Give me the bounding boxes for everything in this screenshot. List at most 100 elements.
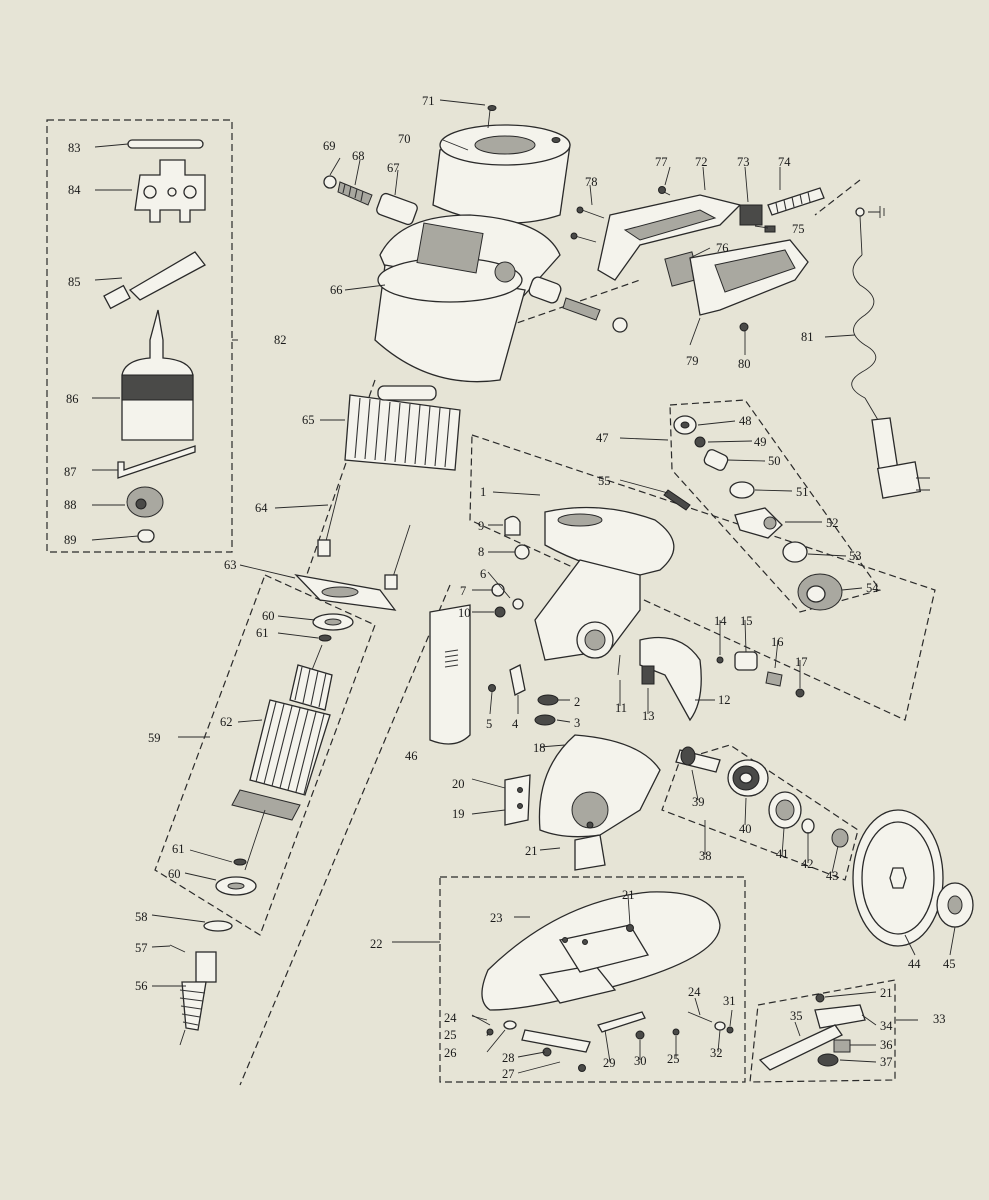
handle-assembly — [570, 186, 825, 332]
clamp-lever-52 — [734, 507, 783, 539]
cord-tail — [864, 397, 879, 421]
bushing-53 — [782, 541, 808, 563]
spring-74 — [767, 187, 825, 216]
clamp-arm-35 — [758, 1024, 843, 1071]
callout-39: 39 — [692, 795, 705, 809]
bottle-label — [121, 374, 194, 401]
callout-47: 47 — [596, 431, 609, 445]
callout-5: 5 — [486, 717, 492, 731]
armature-shaft-bottom — [244, 809, 266, 871]
accessory-kit-outline — [46, 119, 233, 553]
callout-44: 44 — [908, 957, 921, 971]
callout-67: 67 — [387, 161, 400, 175]
screw-21-base — [626, 924, 634, 932]
callout-2: 2 — [574, 695, 580, 709]
plate-hole — [143, 185, 157, 199]
bushing-26 — [503, 1020, 517, 1030]
callout-30: 30 — [634, 1054, 647, 1068]
motor-assembly — [323, 105, 628, 383]
tube-cap — [103, 284, 131, 310]
callout-77: 77 — [655, 155, 668, 169]
callout-12: 12 — [718, 693, 731, 707]
pin-83 — [127, 139, 204, 149]
plug-prongs — [916, 477, 930, 491]
callout-24: 24 — [688, 985, 701, 999]
bracket-19 — [504, 774, 531, 826]
callout-26: 26 — [444, 1046, 457, 1060]
callout-17: 17 — [795, 655, 808, 669]
callout-87: 87 — [64, 465, 77, 479]
bolt-11 — [617, 654, 621, 676]
pin-14 — [716, 656, 724, 664]
spring-4 — [509, 664, 526, 696]
hex-key-87 — [117, 445, 196, 479]
oring-58 — [203, 920, 233, 932]
screw-17 — [795, 688, 805, 698]
bearing-bore — [324, 618, 342, 626]
callout-64: 64 — [255, 501, 268, 515]
screw-shaft — [581, 209, 605, 219]
circlip-61-top — [318, 634, 332, 642]
tie-rod — [391, 524, 411, 581]
callout-1: 1 — [480, 485, 486, 499]
callout-4: 4 — [512, 717, 519, 731]
callout-10: 10 — [458, 606, 471, 620]
callout-20: 20 — [452, 777, 465, 791]
cooling-fan — [231, 789, 301, 821]
callout-49: 49 — [754, 435, 767, 449]
callout-13: 13 — [642, 709, 655, 723]
lever-eye — [763, 516, 777, 530]
base-window — [538, 964, 617, 1004]
screw-10 — [494, 606, 506, 618]
callout-28: 28 — [502, 1051, 515, 1065]
washer-69 — [323, 175, 337, 189]
callout-25: 25 — [667, 1052, 680, 1066]
callout-43: 43 — [826, 869, 839, 883]
screw-25b — [672, 1028, 680, 1036]
clamp-plate-assembly — [758, 993, 866, 1071]
blade-arbor — [889, 867, 907, 889]
callout-73: 73 — [737, 155, 750, 169]
screw-21-clamp — [815, 993, 825, 1003]
callout-61: 61 — [256, 626, 269, 640]
plug-9 — [504, 515, 521, 536]
brush-spring-68 — [337, 181, 373, 206]
brush-holder-right — [528, 276, 562, 304]
assembly-path-lines — [239, 179, 861, 1086]
callout-46: 46 — [405, 749, 418, 763]
callout-54: 54 — [866, 581, 879, 595]
spring-16 — [765, 671, 783, 687]
plug-head — [876, 461, 922, 499]
insulator-bore — [321, 586, 359, 598]
nut-49 — [694, 436, 706, 448]
callout-21: 21 — [622, 888, 635, 902]
screw-head — [551, 137, 561, 143]
armature-group-outline — [154, 574, 376, 936]
switch-73 — [739, 204, 763, 226]
clamp-plate-34 — [814, 1004, 866, 1029]
tie-rod-64 — [324, 484, 341, 546]
callout-52: 52 — [826, 516, 839, 530]
spring-51 — [729, 481, 755, 499]
lower-guard-18 — [538, 734, 661, 838]
callout-22: 22 — [370, 937, 383, 951]
screw-shaft — [574, 235, 597, 243]
base-slot — [558, 924, 650, 973]
callout-89: 89 — [64, 533, 77, 547]
washer-7 — [491, 583, 505, 597]
upper-guard-12 — [639, 636, 702, 722]
spindle-gear-assembly — [675, 746, 974, 947]
callout-29: 29 — [603, 1056, 616, 1070]
callout-27: 27 — [502, 1067, 515, 1081]
leader-lines — [91, 99, 956, 1074]
callout-25: 25 — [444, 1028, 457, 1042]
nut-30 — [635, 1030, 645, 1040]
armature-slots — [255, 701, 325, 795]
stator-windings — [354, 397, 451, 468]
screw-head — [570, 232, 578, 240]
coiled-cord — [851, 215, 877, 399]
roller-3 — [534, 714, 556, 726]
washer-6 — [512, 598, 524, 610]
nut-80 — [739, 322, 749, 332]
